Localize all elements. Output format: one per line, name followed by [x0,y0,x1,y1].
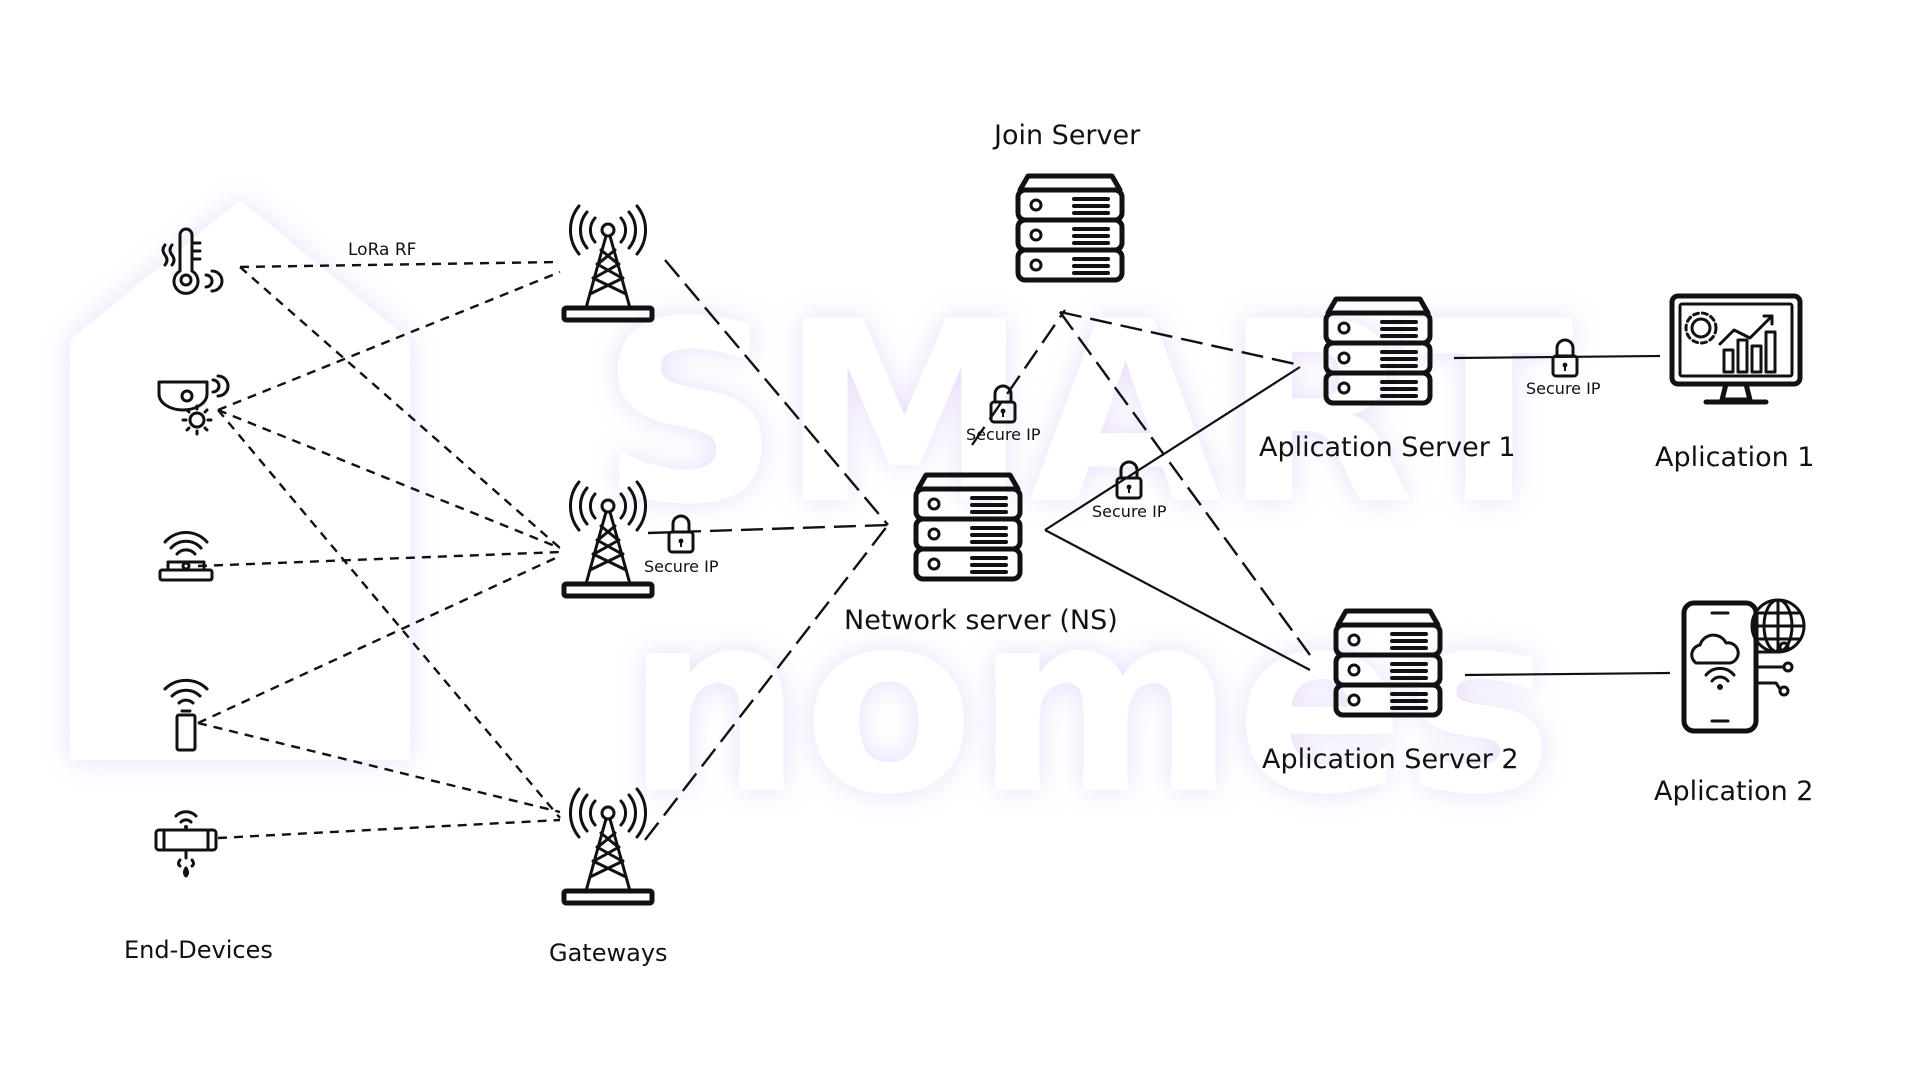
phone-cloud-icon [1681,598,1806,734]
battery-icon [163,678,209,752]
secure-ip-app-label: Secure IP [1092,502,1167,521]
network-server-label: Network server (NS) [844,605,1118,636]
water-pipe-icon [154,810,218,878]
secure-ip-app1-label: Secure IP [1526,379,1601,398]
secure-ip-join-label: Secure IP [966,425,1041,444]
watermark-nomes-glow: nomes [625,558,1554,849]
lora-links [197,260,561,840]
app-server-1-label: Aplication Server 1 [1259,432,1516,463]
sensor-icon [158,531,214,582]
watermark-house [70,200,410,760]
watermark-smart-glow: SMART [600,268,1574,559]
application-2-label: Aplication 2 [1654,776,1813,807]
lora-rf-label: LoRa RF [348,240,416,260]
monitor-chart-icon [1669,293,1803,405]
secure-ip-gateway-label: Secure IP [644,557,719,576]
application-1-label: Aplication 1 [1655,442,1814,473]
join-server-label: Join Server [992,120,1141,151]
thermometer-icon [161,227,224,295]
end-devices-label: End-Devices [124,936,273,964]
end-devices [154,227,230,878]
gateways-label: Gateways [549,939,668,967]
watermark-smart: SMART [600,268,1574,559]
app-server-2-label: Aplication Server 2 [1262,744,1519,775]
camera-icon [157,374,230,436]
watermark-nomes: nomes [625,558,1554,849]
server-icon [1018,176,1122,280]
backhaul-links [644,259,1671,841]
watermark: SMART nomes SMART nomes [70,200,1574,849]
